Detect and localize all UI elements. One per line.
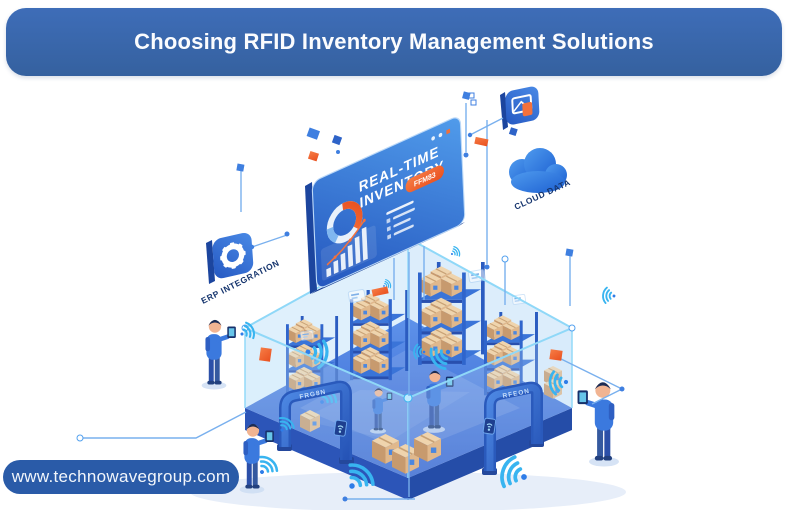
watermark-url: www.technowavegroup.com <box>11 467 231 486</box>
rfid-tag-card <box>299 329 315 342</box>
stats-list <box>386 200 415 240</box>
file-icon <box>500 86 540 130</box>
gear-icon <box>220 242 246 269</box>
worker-handheld-left <box>201 319 236 390</box>
donut-chart-icon <box>326 201 363 244</box>
corner-node-glow <box>403 393 413 403</box>
corner-node <box>568 324 576 332</box>
decor-shapes <box>236 91 574 362</box>
erp-integration-icon: ERP INTEGRATION <box>199 232 281 306</box>
rfid-gate-2: RFEON <box>482 381 544 475</box>
gate-reader <box>482 417 497 435</box>
connector-nodes <box>76 132 625 502</box>
wifi-signal-icon <box>448 245 461 259</box>
title-banner: Choosing RFID Inventory Management Solut… <box>6 8 782 76</box>
worker-tablet-right <box>577 382 619 467</box>
gate-reader <box>333 419 348 437</box>
dashboard-panel: REAL-TIME INVENTORY FFM83 <box>305 117 466 294</box>
page-title: Choosing RFID Inventory Management Solut… <box>134 29 654 54</box>
cloud-icon: CLOUD DATA <box>509 148 572 212</box>
watermark-pill: www.technowavegroup.com <box>3 460 239 494</box>
bar-chart-icon <box>320 218 377 281</box>
rfid-tag-card <box>347 288 367 304</box>
wifi-signal-icon <box>599 286 619 307</box>
